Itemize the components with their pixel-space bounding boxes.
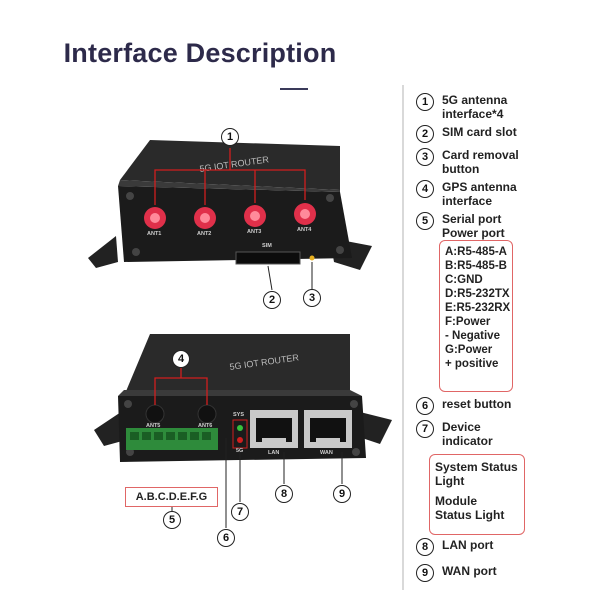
callout-6: 6 bbox=[217, 529, 235, 547]
legend-panel: 1 5G antenna interface*4 2 SIM card slot… bbox=[410, 0, 600, 600]
callout-2: 2 bbox=[263, 291, 281, 309]
antenna-label-4: ANT4 bbox=[297, 227, 312, 233]
legend-item-9: 9 WAN port bbox=[416, 564, 497, 582]
legend-item-7: 7 Device indicator bbox=[416, 420, 493, 448]
callout-9: 9 bbox=[333, 485, 351, 503]
bottom-router: 5G IOT ROUTER bbox=[94, 334, 392, 528]
terminal-label: A.B.C.D.E.F.G bbox=[125, 487, 218, 507]
legend-item-4: 4 GPS antenna interface bbox=[416, 180, 517, 208]
page-title: Interface Description bbox=[63, 38, 337, 68]
serial-port-box: A:R5-485-A B:R5-485-B C:GND D:R5-232TX E… bbox=[439, 240, 513, 392]
legend-item-6: 6 reset button bbox=[416, 397, 511, 415]
gps-label-5: ANT5 bbox=[146, 423, 161, 429]
legend-number: 7 bbox=[416, 420, 434, 438]
pin-g: G:Power + positive bbox=[445, 344, 499, 370]
antenna-label-3: ANT3 bbox=[247, 229, 262, 235]
legend-text: LAN port bbox=[442, 538, 494, 552]
legend-number: 4 bbox=[416, 180, 434, 198]
legend-item-3: 3 Card removal button bbox=[416, 148, 519, 176]
title-underline bbox=[280, 88, 308, 90]
legend-text: 5G antenna interface*4 bbox=[442, 93, 508, 121]
legend-text: GPS antenna interface bbox=[442, 180, 517, 208]
pin-b: B:R5-485-B bbox=[445, 260, 507, 272]
pin-c: C:GND bbox=[445, 274, 483, 286]
wan-port-label: WAN bbox=[320, 450, 333, 456]
5g-led-label: 5G bbox=[236, 448, 244, 454]
legend-text: reset button bbox=[442, 397, 512, 411]
antenna-connectors bbox=[144, 203, 316, 229]
callout-8: 8 bbox=[275, 485, 293, 503]
legend-item-8: 8 LAN port bbox=[416, 538, 493, 556]
pin-e: E:R5-232RX bbox=[445, 302, 511, 314]
callout-1: 1 bbox=[221, 128, 239, 146]
legend-text: Serial port Power port bbox=[442, 212, 505, 240]
module-status-light: Module Status Light bbox=[435, 494, 505, 522]
legend-number: 8 bbox=[416, 538, 434, 556]
callout-7: 7 bbox=[231, 503, 249, 521]
legend-text: SIM card slot bbox=[442, 125, 517, 139]
legend-item-2: 2 SIM card slot bbox=[416, 125, 517, 143]
lan-port-label: LAN bbox=[268, 450, 280, 456]
legend-number: 1 bbox=[416, 93, 434, 111]
callout-3: 3 bbox=[303, 289, 321, 307]
sim-label: SIM bbox=[262, 243, 272, 249]
callout-4: 4 bbox=[172, 350, 190, 368]
pin-a: A:R5-485-A bbox=[445, 246, 507, 258]
system-status-light: System Status Light bbox=[435, 460, 518, 488]
device-svg: 5G IOT ROUTER bbox=[88, 140, 392, 528]
callout-5: 5 bbox=[163, 511, 181, 529]
legend-text: Device indicator bbox=[442, 420, 493, 448]
sys-led-label: SYS bbox=[233, 412, 245, 418]
separator-line bbox=[402, 85, 404, 590]
antenna-label-2: ANT2 bbox=[197, 231, 212, 237]
legend-text: Card removal button bbox=[442, 148, 519, 176]
indicator-box: System Status Light Module Status Light bbox=[429, 454, 525, 535]
top-router: 5G IOT ROUTER bbox=[88, 140, 372, 291]
legend-number: 5 bbox=[416, 212, 434, 230]
legend-item-1: 1 5G antenna interface*4 bbox=[416, 93, 507, 121]
pin-f: F:Power - Negative bbox=[445, 316, 500, 342]
antenna-label-1: ANT1 bbox=[147, 231, 162, 237]
legend-number: 2 bbox=[416, 125, 434, 143]
legend-number: 6 bbox=[416, 397, 434, 415]
legend-item-5: 5 Serial port Power port bbox=[416, 212, 505, 240]
device-illustrations: 5G IOT ROUTER bbox=[88, 128, 392, 547]
legend-number: 3 bbox=[416, 148, 434, 166]
pin-d: D:R5-232TX bbox=[445, 288, 510, 300]
legend-text: WAN port bbox=[442, 564, 497, 578]
gps-label-6: ANT6 bbox=[198, 423, 213, 429]
legend-number: 9 bbox=[416, 564, 434, 582]
